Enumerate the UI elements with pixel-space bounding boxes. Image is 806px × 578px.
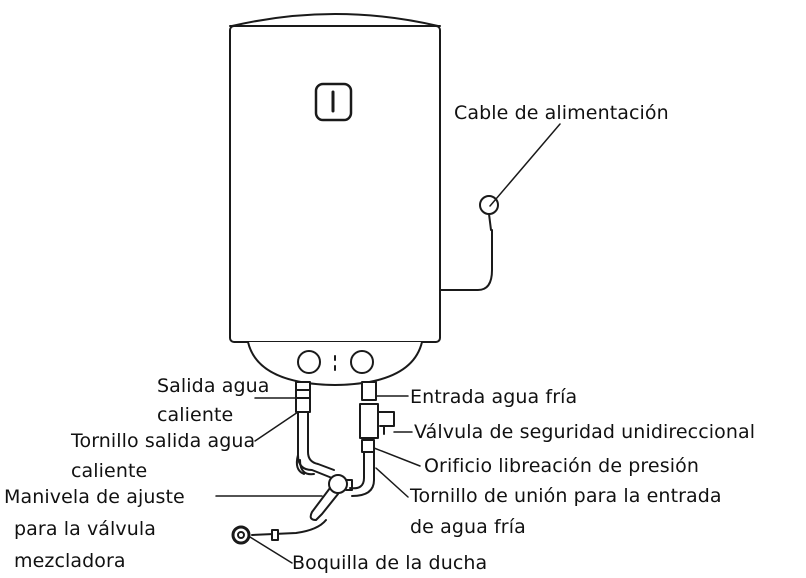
lower-loop-pipe (295, 454, 315, 476)
hot-water-pipe (295, 381, 335, 479)
power-plug-prong (488, 213, 492, 231)
label-hot-outlet-line1: Salida agua (157, 375, 270, 397)
cold-inlet-port-icon (350, 350, 374, 374)
label-mixer-handle-line2: para la válvula (14, 518, 157, 540)
cold-pipe-tube (349, 451, 375, 497)
label-hot-outlet-line2: caliente (157, 404, 234, 426)
mixer-assembly (295, 454, 353, 521)
shower-nozzle-icon (231, 525, 251, 545)
leader-power-cable (489, 123, 561, 207)
label-safety-valve: Válvula de seguridad unidireccional (414, 421, 756, 443)
cold-water-pipe (349, 381, 395, 497)
leader-lines (215, 123, 561, 564)
label-hot-screw-line2: caliente (71, 460, 148, 482)
label-pressure-hole: Orificio libreación de presión (424, 455, 699, 477)
mixer-valve-stub (345, 479, 353, 491)
shower-hose-tube (251, 519, 327, 536)
tank-body (229, 25, 441, 343)
tank-bottom-cap (247, 341, 423, 386)
cold-inlet-fitting (361, 381, 377, 401)
shower-nozzle-center (237, 531, 245, 539)
heater-tank (229, 13, 441, 386)
leader-hot-screw (254, 411, 299, 442)
mixer-valve-body-icon (328, 474, 348, 494)
safety-valve-lever-icon (377, 411, 395, 427)
label-cold-screw-line1: Tornillo de unión para la entrada (410, 485, 722, 507)
label-cold-screw-line2: de agua fría (410, 516, 526, 538)
label-mixer-handle-line3: mezcladora (14, 550, 126, 572)
label-mixer-handle-line1: Manivela de ajuste (4, 486, 185, 508)
label-shower-nozzle: Boquilla de la ducha (292, 552, 488, 574)
hot-pipe-tube (297, 411, 335, 479)
leader-shower-nozzle (249, 536, 293, 564)
label-hot-screw-line1: Tornillo salida agua (71, 430, 256, 452)
power-cable (439, 195, 499, 291)
hot-outlet-port-icon (297, 350, 321, 374)
leader-pressure-hole (373, 447, 421, 467)
power-cable-wire (439, 229, 493, 291)
tank-top-cap (231, 13, 439, 27)
label-power-cable: Cable de alimentación (454, 102, 669, 124)
safety-valve-body (359, 403, 379, 439)
thermostat-knob-icon (314, 82, 353, 122)
mixer-handle-icon (309, 487, 339, 521)
pressure-relief-fitting (361, 439, 375, 453)
shower-hose (231, 519, 327, 545)
label-cold-inlet: Entrada agua fría (410, 386, 578, 408)
shower-hose-connector (271, 529, 279, 541)
leader-cold-screw (375, 467, 409, 498)
